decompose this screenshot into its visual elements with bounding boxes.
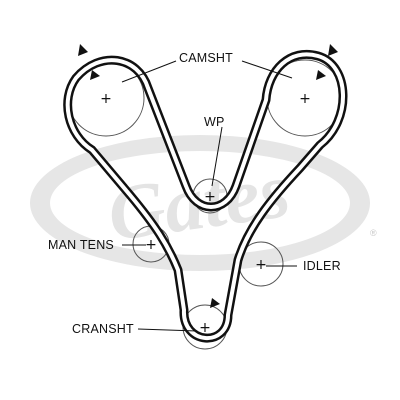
manual-tensioner-center-icon: +: [145, 237, 157, 253]
labels: CAMSHT WP MAN TENS IDLER CRANSHT: [48, 51, 341, 336]
water-pump-leader: [211, 126, 223, 187]
camshaft-left-outer-mark-icon: [78, 44, 88, 56]
gates-watermark-logo: Gates ®: [30, 135, 377, 271]
crankshaft-leader: [137, 328, 198, 332]
camshaft-right-center-icon: +: [299, 91, 311, 107]
camshaft-label: CAMSHT: [179, 51, 233, 65]
crankshaft-mark-icon: [210, 298, 220, 308]
camshaft-right-outer-mark-icon: [328, 44, 338, 56]
leader-lines: [121, 60, 297, 332]
timing-belt: [63, 49, 348, 343]
water-pump-center-icon: +: [204, 189, 216, 205]
crankshaft-center-icon: +: [199, 320, 211, 336]
manual-tensioner-label: MAN TENS: [48, 238, 114, 252]
registered-mark: ®: [370, 228, 377, 238]
idler-center-icon: +: [255, 257, 267, 273]
water-pump-label: WP: [204, 115, 225, 129]
camshaft-left-leader: [121, 60, 177, 83]
crankshaft-label: CRANSHT: [72, 322, 134, 336]
camshaft-left-inner-mark-icon: [90, 70, 100, 80]
pulley-centers: + + + + + +: [100, 91, 311, 336]
idler-label: IDLER: [303, 259, 341, 273]
camshaft-right-leader: [241, 60, 293, 79]
camshaft-right-inner-mark-icon: [316, 70, 326, 80]
timing-marks: [78, 44, 338, 308]
camshaft-left-center-icon: +: [100, 91, 112, 107]
